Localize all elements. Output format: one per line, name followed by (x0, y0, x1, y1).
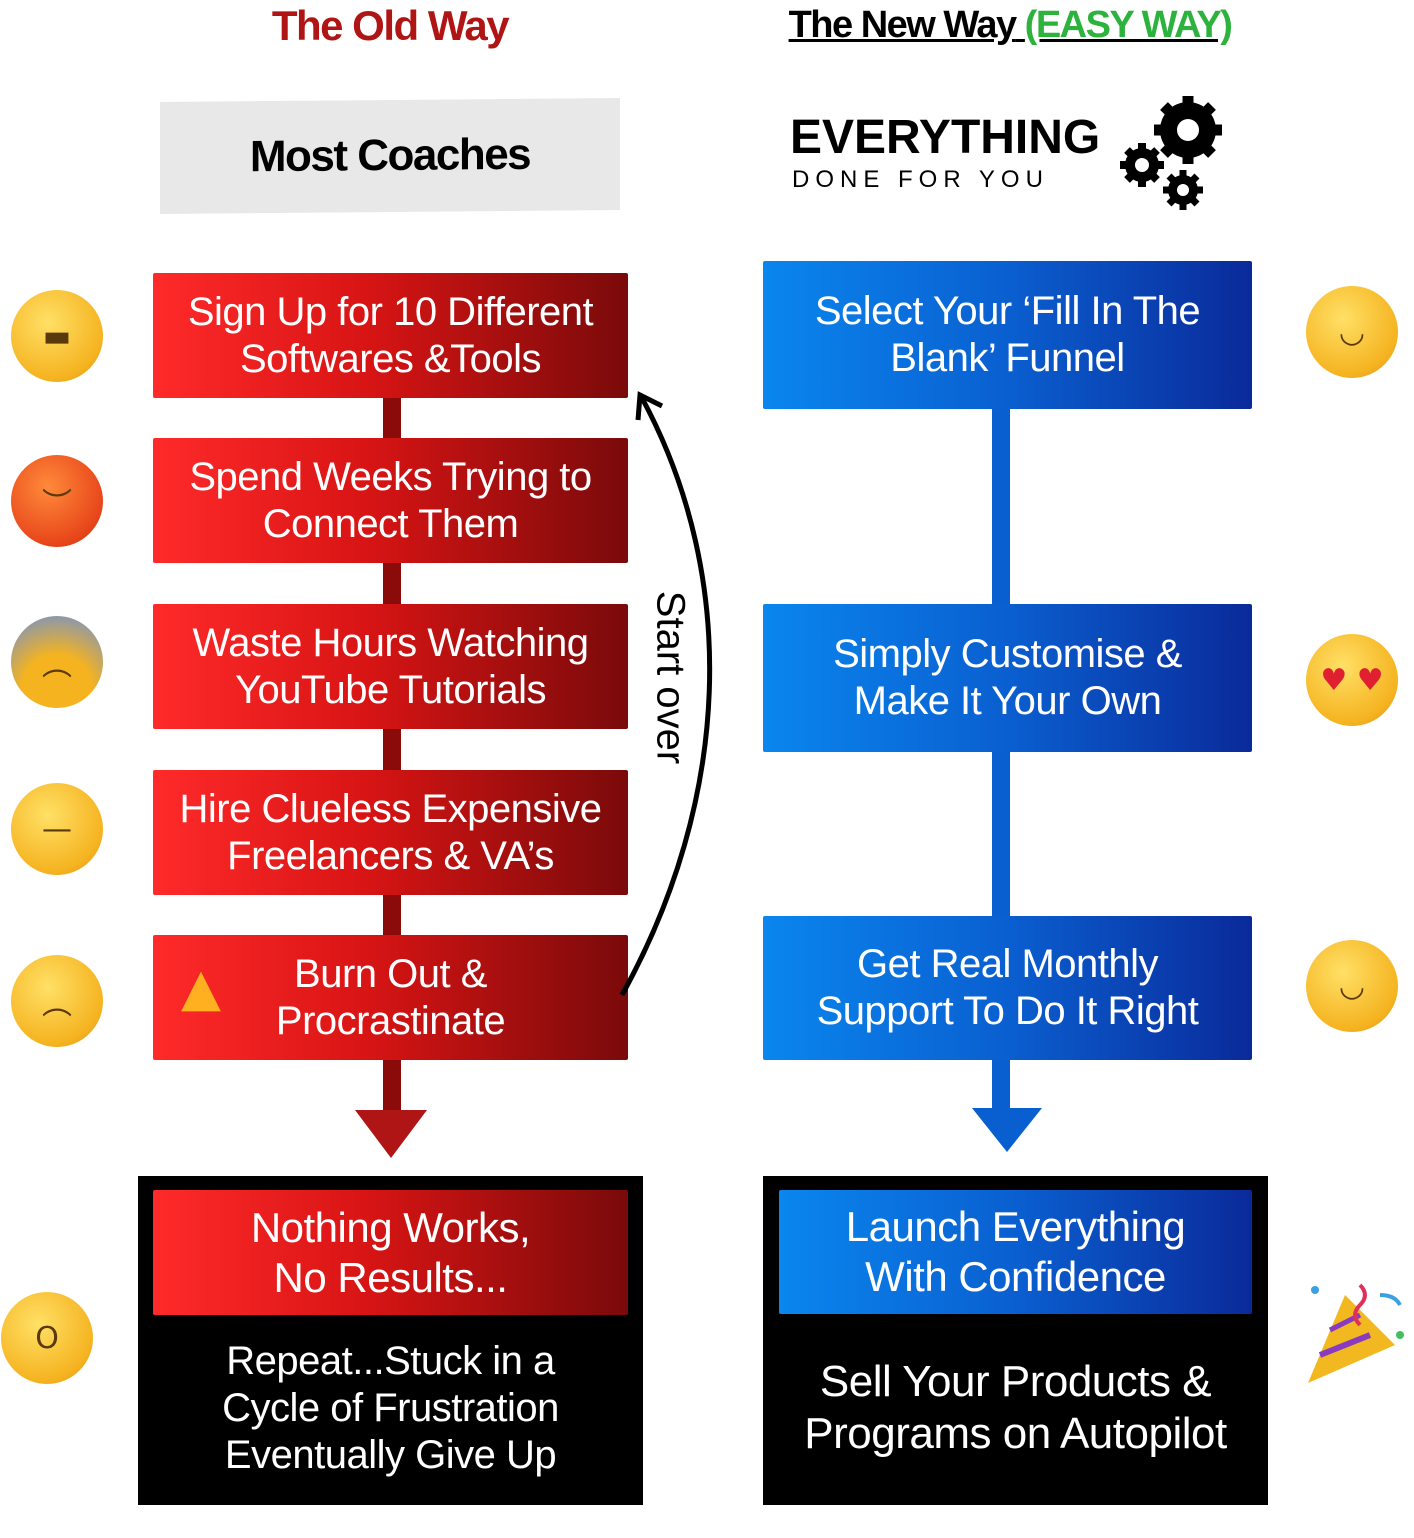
result-text: No Results... (273, 1253, 508, 1301)
new-outcome: Sell Your Products &Programs on Autopilo… (763, 1356, 1268, 1460)
new-step-2: Simply Customise &Make It Your Own (763, 604, 1252, 752)
raised-eyebrow-face-icon: — (11, 783, 103, 875)
old-result-box: Nothing Works,No Results... (153, 1190, 628, 1315)
logo-main: EVERYTHING (790, 111, 1101, 164)
step-text: Get Real Monthly (856, 942, 1159, 986)
down-arrow-blue (972, 1108, 1042, 1152)
outcome-text: Repeat...Stuck in a (226, 1339, 555, 1383)
old-step-5: ▲ Burn Out &Procrastinate (153, 935, 628, 1060)
result-text: Nothing Works, (250, 1203, 531, 1251)
step-text: Blank’ Funnel (890, 336, 1125, 380)
step-text: Waste Hours Watching (192, 620, 589, 665)
new-way-label: The New Way (788, 4, 1018, 46)
step-text: Softwares &Tools (239, 336, 542, 381)
gears-icon (1120, 96, 1222, 210)
heart-eyes-face-icon: ♥ ♥ (1306, 634, 1398, 726)
old-way-heading: The Old Way (271, 2, 510, 49)
step-text: Spend Weeks Trying to (189, 454, 592, 499)
result-text: Launch Everything (845, 1203, 1186, 1250)
start-over-label: Start over (648, 590, 693, 765)
start-over-arrow (619, 391, 713, 997)
step-text: Sign Up for 10 Different (187, 289, 594, 334)
step-text: Make It Your Own (853, 679, 1162, 723)
fire-icon: ▲ (181, 958, 221, 1018)
step-text: Simply Customise & (833, 632, 1182, 676)
result-text: With Confidence (865, 1253, 1166, 1300)
step-text: Burn Out & (294, 951, 487, 996)
anxious-sweat-face-icon: ︵ (11, 616, 103, 708)
step-text: Select Your ‘Fill In The (814, 289, 1201, 333)
step-text: Procrastinate (275, 998, 506, 1043)
easy-way-label: (EASY WAY) (1024, 4, 1233, 46)
outcome-text: Cycle of Frustration (222, 1386, 559, 1430)
new-way-heading: The New Way (EASY WAY) (770, 4, 1250, 47)
step-text: Freelancers & VA’s (227, 833, 554, 878)
party-popper-icon (1308, 1283, 1404, 1383)
grimacing-face-icon: ▬ (11, 290, 103, 382)
step-text: Connect Them (262, 501, 519, 546)
smiling-face-icon: ◡ (1306, 286, 1398, 378)
outcome-text: Programs on Autopilot (804, 1409, 1227, 1458)
step-text: Support To Do It Right (816, 989, 1199, 1033)
loudly-crying-face-icon: O (1, 1292, 93, 1384)
logo-sub: DONE FOR YOU (792, 166, 1049, 193)
angry-face-icon: ︶ (11, 455, 103, 547)
most-coaches-label: Most Coaches (160, 97, 620, 215)
step-text: YouTube Tutorials (235, 667, 546, 712)
step-text: Hire Clueless Expensive (179, 786, 602, 831)
outcome-text: Eventually Give Up (224, 1433, 557, 1477)
crying-face-icon: ︵ (11, 955, 103, 1047)
down-arrow-red (355, 1110, 427, 1158)
hugging-face-icon: ◡ (1306, 940, 1398, 1032)
outcome-text: Sell Your Products & (819, 1357, 1212, 1406)
